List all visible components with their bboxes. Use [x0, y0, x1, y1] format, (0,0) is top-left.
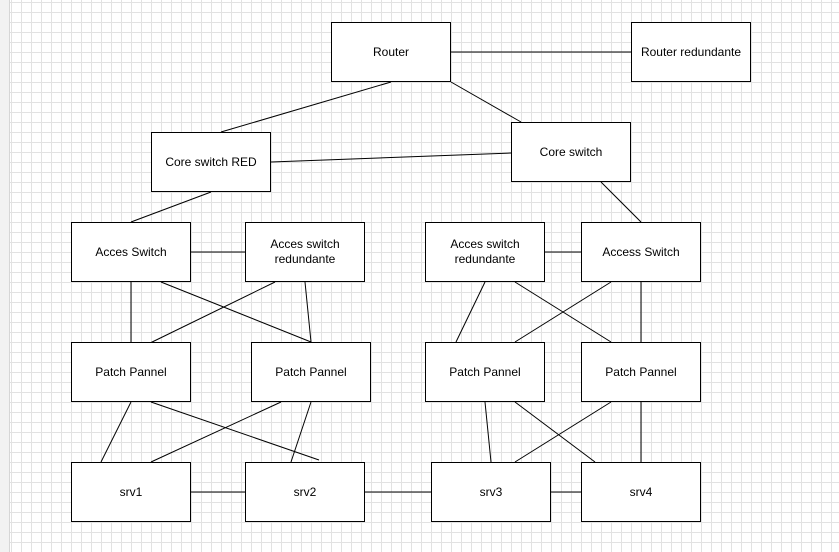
edge-acc1-pp2[interactable] [160, 281, 312, 343]
edge-pp2-srv1[interactable] [150, 401, 282, 463]
node-pp1[interactable]: Patch Pannel [71, 342, 191, 402]
node-acc2r[interactable]: Acces switch redundante [425, 222, 545, 282]
node-router-red[interactable]: Router redundante [631, 22, 751, 82]
node-srv2[interactable]: srv2 [245, 462, 365, 522]
node-router[interactable]: Router [331, 22, 451, 82]
node-acc1[interactable]: Acces Switch [71, 222, 191, 282]
edge-core_red-core[interactable] [270, 152, 512, 163]
edge-router-core[interactable] [450, 81, 522, 123]
node-core-red[interactable]: Core switch RED [151, 132, 271, 192]
edge-pp1-srv2[interactable] [150, 401, 320, 461]
edge-pp3-srv4[interactable] [514, 401, 596, 463]
node-acc2[interactable]: Access Switch [581, 222, 701, 282]
edge-acc2-pp3[interactable] [514, 281, 612, 343]
node-pp3[interactable]: Patch Pannel [425, 342, 545, 402]
edge-acc1r-pp1[interactable] [145, 281, 276, 346]
edge-acc2r-pp3[interactable] [455, 281, 486, 343]
node-srv3[interactable]: srv3 [431, 462, 551, 522]
edge-router-core_red[interactable] [220, 81, 392, 133]
edge-pp3-srv3[interactable] [484, 401, 492, 463]
node-srv1[interactable]: srv1 [71, 462, 191, 522]
node-pp4[interactable]: Patch Pannel [581, 342, 701, 402]
edge-acc1r-pp2[interactable] [304, 281, 312, 343]
left-gutter [0, 0, 10, 552]
edge-core_red-acc1[interactable] [130, 191, 212, 223]
edge-pp1-srv1[interactable] [100, 401, 132, 463]
node-acc1r[interactable]: Acces switch redundante [245, 222, 365, 282]
node-srv4[interactable]: srv4 [581, 462, 701, 522]
edge-pp2-srv2[interactable] [290, 401, 312, 463]
node-pp2[interactable]: Patch Pannel [251, 342, 371, 402]
edge-pp4-srv3[interactable] [514, 401, 612, 463]
edge-core-acc2[interactable] [600, 181, 642, 223]
node-core[interactable]: Core switch [511, 122, 631, 182]
